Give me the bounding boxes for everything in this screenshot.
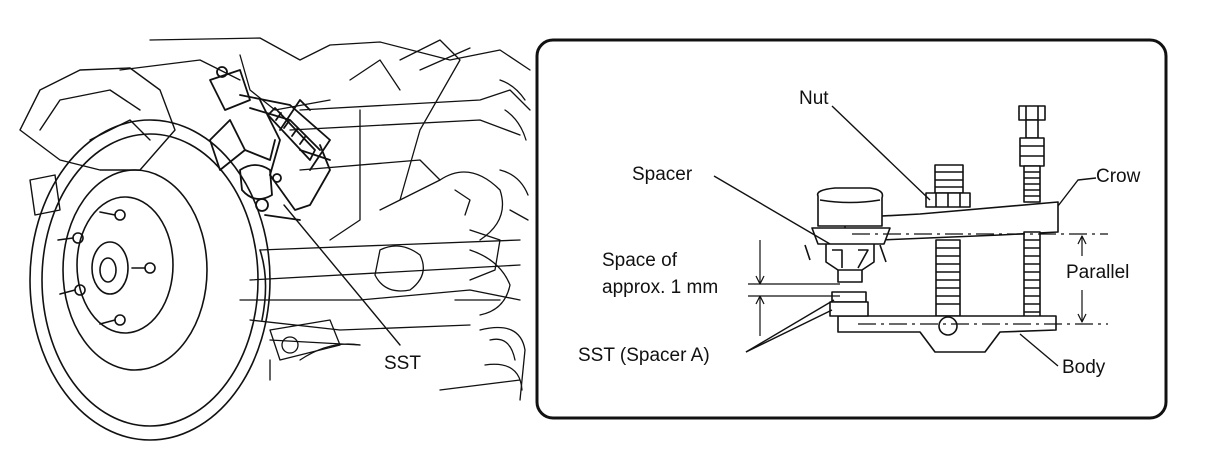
sst-label: SST: [384, 353, 421, 374]
gap-dimension: [748, 240, 840, 336]
body-label: Body: [1062, 357, 1106, 378]
middle-bolt: [935, 239, 961, 317]
parallel-dimension: [1077, 235, 1087, 323]
space-label-line2: approx. 1 mm: [602, 277, 718, 298]
leader-lines: [713, 105, 1097, 367]
sst-spacer-a-part: [829, 291, 869, 317]
suspension-background: [119, 37, 531, 401]
nut-part: [925, 164, 971, 208]
ball-joint-puller-icon: [209, 66, 331, 221]
crow-label: Crow: [1096, 166, 1141, 187]
puller-detail-drawing: [713, 105, 1108, 367]
crow-leader: [1057, 177, 1097, 207]
left-figure: [19, 37, 531, 441]
sst-leader-line: [283, 204, 401, 346]
space-label-line1: Space of: [602, 250, 678, 271]
spacer-part: [804, 187, 891, 283]
nut-label: Nut: [799, 88, 829, 109]
sst-leader-1: [745, 299, 835, 353]
sst-spacer-a-label: SST (Spacer A): [578, 345, 710, 366]
parallel-label: Parallel: [1066, 262, 1129, 283]
brake-disc-icon: [29, 119, 271, 441]
sst-leader-2: [745, 309, 833, 353]
caliper: [19, 67, 176, 216]
forcing-screw: [1018, 105, 1046, 321]
spacer-leader: [713, 175, 831, 245]
spacer-label: Spacer: [632, 164, 693, 185]
nut-leader: [831, 105, 931, 201]
body-leader: [1019, 333, 1059, 367]
